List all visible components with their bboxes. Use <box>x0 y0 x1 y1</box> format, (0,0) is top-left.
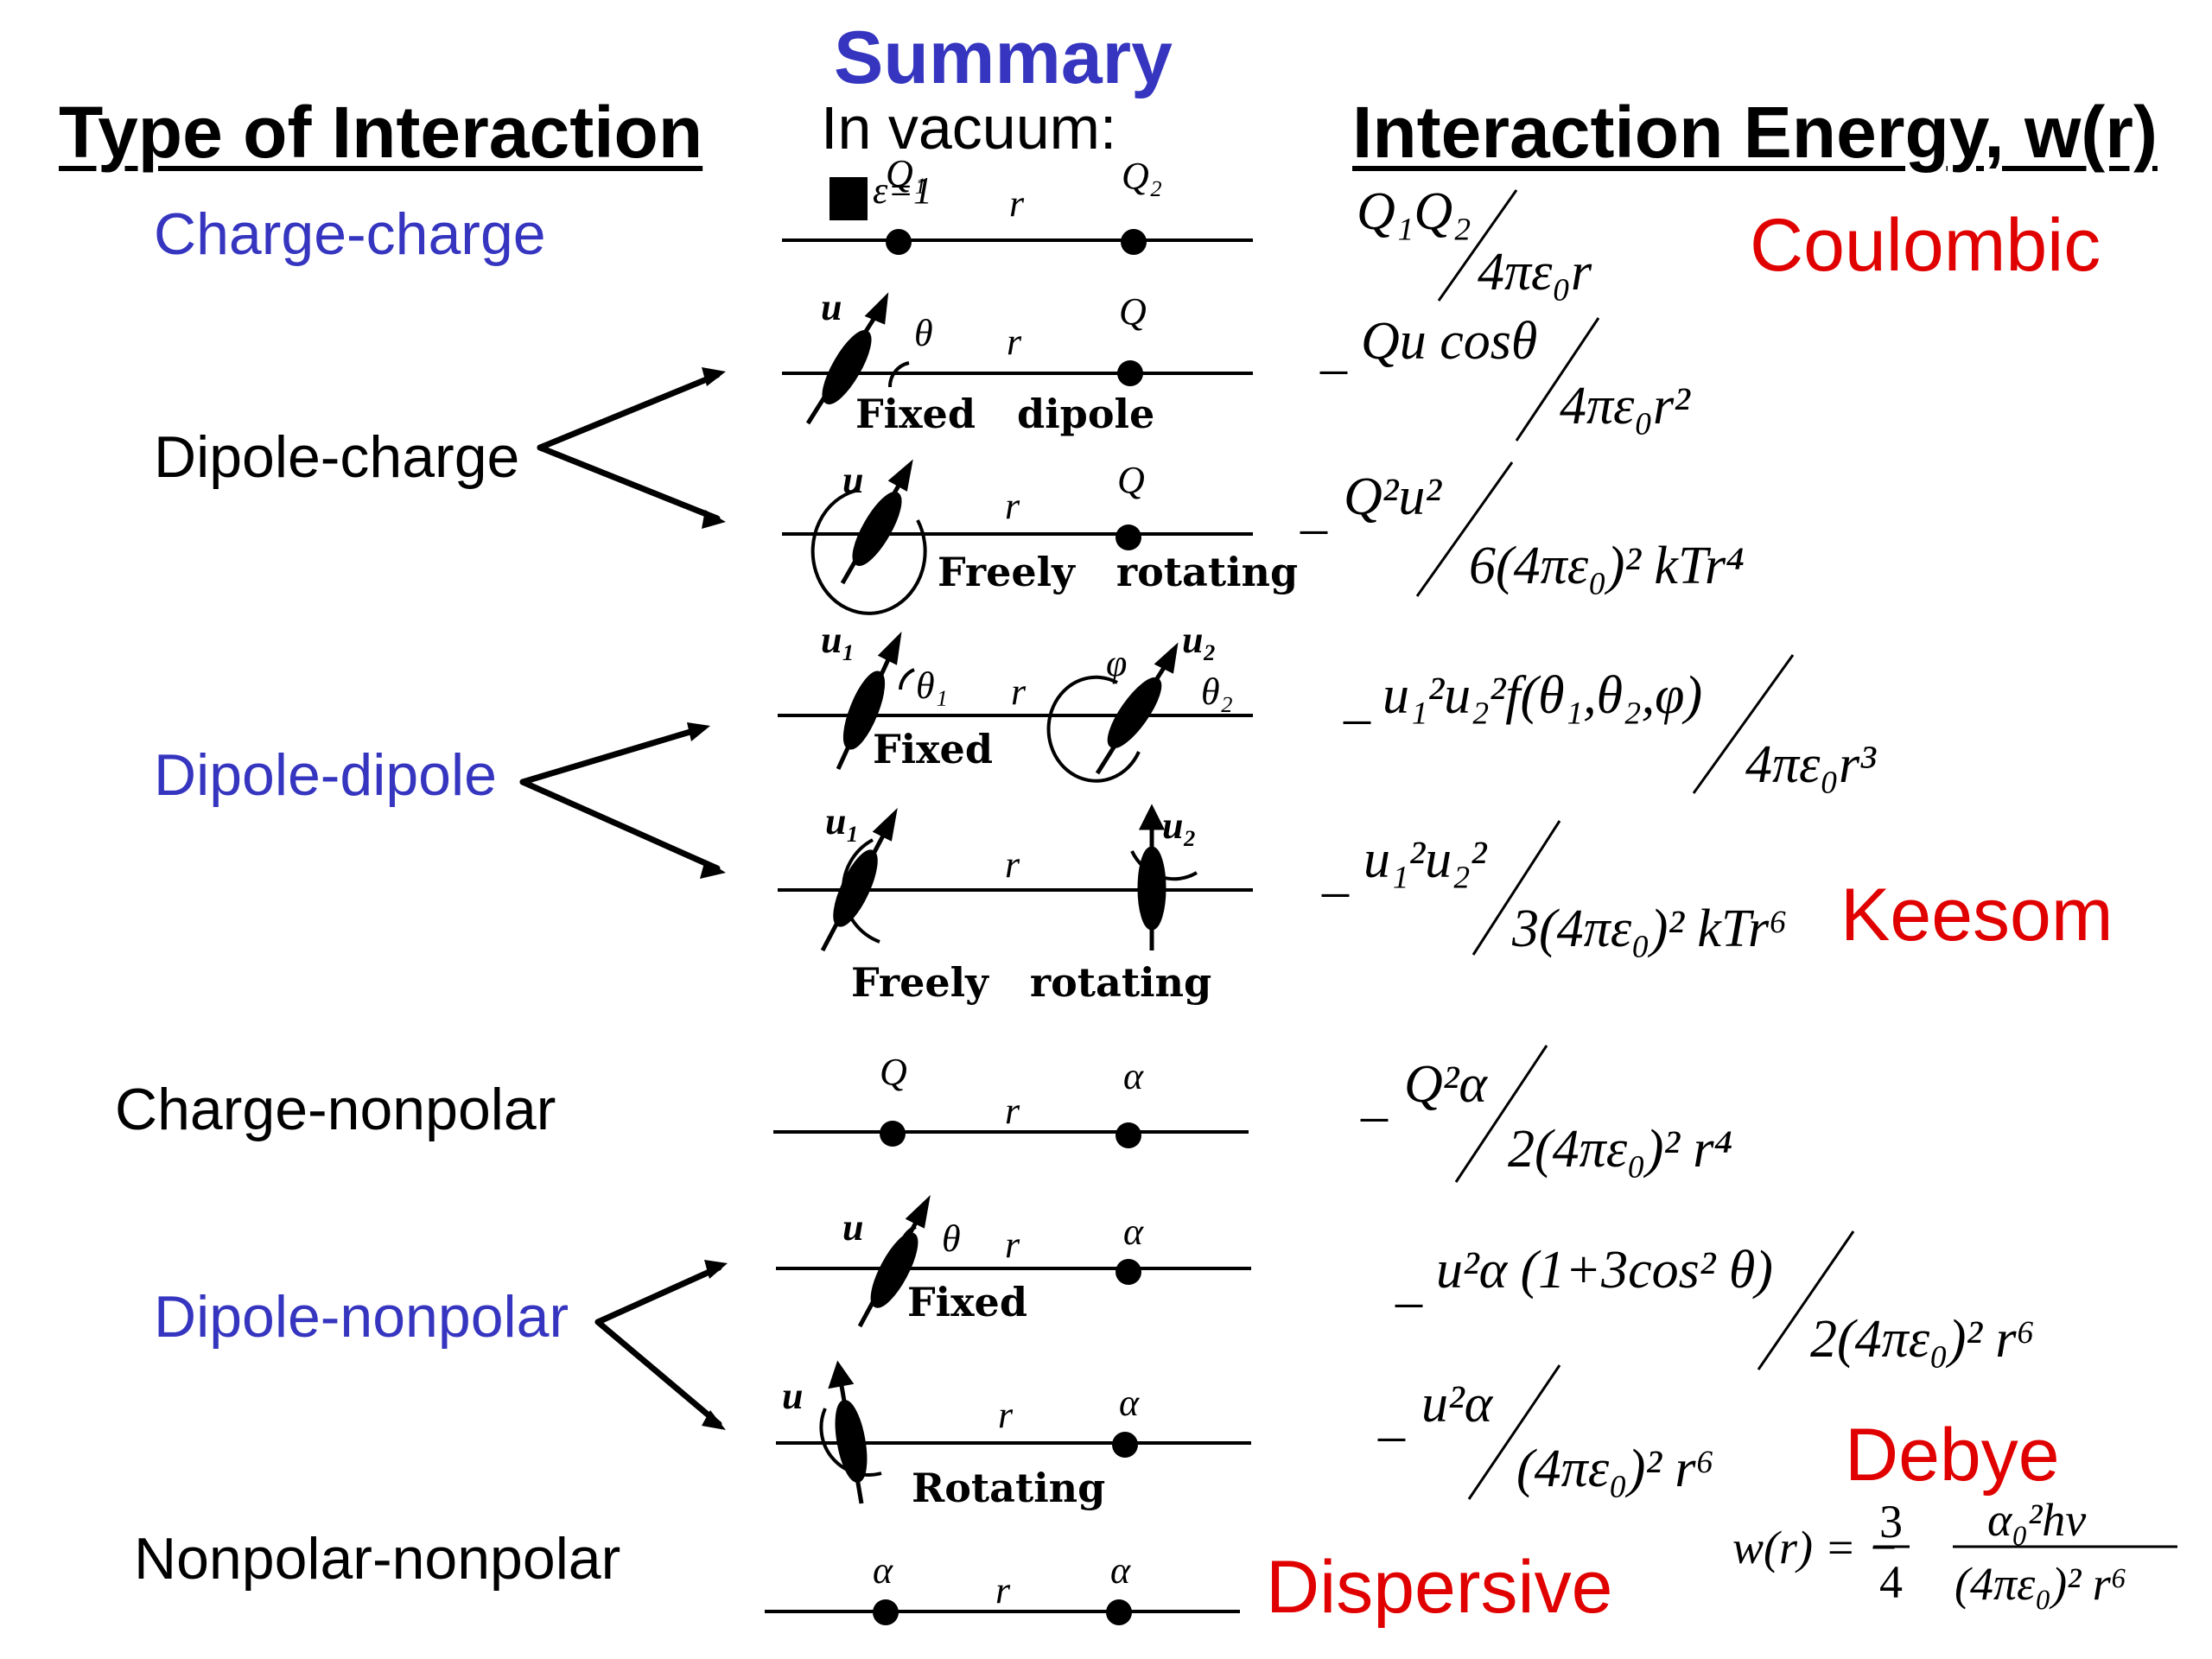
f6-num: Q²α <box>1404 1055 1487 1114</box>
name-coulombic: Coulombic <box>1750 204 2101 287</box>
f9-num: α₀²hν <box>1987 1494 2087 1546</box>
f1-den: 4πε₀r <box>1478 243 1592 302</box>
rotation-arcs <box>810 361 1198 1477</box>
dcr-u: u <box>842 459 864 501</box>
f2-sign: _ <box>1320 321 1347 379</box>
row-label-charge-charge: Charge-charge <box>154 201 546 267</box>
dcf-r: r <box>1007 321 1022 363</box>
dnr-caption: Rotating <box>912 1465 1106 1511</box>
f5-sign: _ <box>1322 843 1349 902</box>
ddf-u2: u₂ <box>1182 619 1217 661</box>
eps-icon <box>830 177 868 220</box>
nn-alpha1: α <box>873 1549 893 1592</box>
row-label-dipole-charge: Dipole-charge <box>154 424 520 490</box>
row-label-dipole-dipole: Dipole-dipole <box>154 742 497 808</box>
dnf-theta: θ <box>942 1217 961 1260</box>
f4-sign: _ <box>1344 671 1370 729</box>
f4-num: u₁²u₂²f(θ₁,θ₂,φ) <box>1382 666 1703 725</box>
f9-den: (4πε₀)² r⁶ <box>1955 1558 2127 1610</box>
branch-arrows <box>519 372 722 1427</box>
f5-den: 3(4πε₀)² kTr⁶ <box>1512 899 1788 958</box>
energy-header: Interaction Energy, w(r) <box>1352 92 2158 173</box>
ddf-r: r <box>1011 671 1027 713</box>
f3-den: 6(4πε₀)² kTr⁴ <box>1469 537 1745 595</box>
f9-coef-den: 4 <box>1879 1556 1903 1608</box>
name-dispersive: Dispersive <box>1266 1546 1613 1629</box>
f9-coef-num: 3 <box>1879 1496 1903 1548</box>
f2-den: 4πε₀r² <box>1560 377 1690 435</box>
cc-r: r <box>1009 182 1025 225</box>
nn-r: r <box>995 1569 1011 1611</box>
f4-den: 4πε₀r³ <box>1745 735 1876 794</box>
f8-den: (4πε₀)² r⁶ <box>1516 1440 1715 1498</box>
f3-num: Q²u² <box>1344 467 1441 526</box>
f7-sign: _ <box>1395 1254 1422 1313</box>
type-header: Type of Interaction <box>59 92 703 173</box>
ddr-caption: Freely rotating <box>851 959 1212 1006</box>
ddf-theta1: θ₁ <box>916 664 948 707</box>
dnf-caption: Fixed <box>907 1279 1027 1325</box>
cc-q2: Q₂ <box>1122 155 1163 197</box>
baselines <box>765 238 1253 1613</box>
nn-alpha2: α <box>1110 1549 1131 1592</box>
cc-q1: Q₁ <box>886 152 927 194</box>
dnf-alpha: α <box>1123 1211 1144 1253</box>
f8-num: u²α <box>1421 1375 1493 1433</box>
f7-num: u²α (1+3cos² θ) <box>1436 1241 1773 1300</box>
arrowheads <box>687 367 728 1430</box>
f9-lhs: w(r) = − <box>1732 1522 1899 1573</box>
dnf-u: u <box>842 1206 864 1249</box>
formula-slashes <box>1415 189 2177 1548</box>
vacuum-note: In vacuum: <box>821 94 1117 162</box>
ddf-theta2: θ₂ <box>1201 671 1233 713</box>
ddf-u1: u₁ <box>821 619 855 661</box>
ddr-u2: u₂ <box>1162 804 1197 847</box>
cn-q: Q <box>880 1051 907 1093</box>
eps-label: ε=1 <box>873 169 933 212</box>
ddr-u1: u₁ <box>825 800 860 842</box>
f5-num: u₁²u₂² <box>1363 830 1487 889</box>
dnr-r: r <box>998 1394 1014 1436</box>
row-label-dipole-nonpolar: Dipole-nonpolar <box>154 1284 569 1350</box>
f8-sign: _ <box>1378 1388 1405 1446</box>
name-keesom: Keesom <box>1840 874 2113 957</box>
dcr-caption: Freely rotating <box>938 549 1299 595</box>
dcf-q: Q <box>1119 290 1147 333</box>
ddf-phi: φ <box>1106 642 1128 684</box>
dnr-alpha: α <box>1119 1382 1140 1424</box>
f2-num: Qu cosθ <box>1361 312 1538 371</box>
points <box>873 229 1147 1625</box>
ddf-caption: Fixed <box>873 726 993 772</box>
f7-den: 2(4πε₀)² r⁶ <box>1810 1310 2036 1369</box>
cn-alpha: α <box>1123 1055 1144 1097</box>
dcf-theta: θ <box>914 312 933 354</box>
name-debye: Debye <box>1845 1414 2060 1497</box>
cn-r: r <box>1005 1090 1020 1132</box>
dcf-caption: Fixed dipole <box>855 391 1155 437</box>
row-label-charge-nonpolar: Charge-nonpolar <box>115 1077 556 1142</box>
dcr-q: Q <box>1117 459 1145 501</box>
slide-title: Summary <box>834 16 1173 99</box>
f6-sign: _ <box>1361 1068 1388 1127</box>
dcr-r: r <box>1005 485 1020 527</box>
ddr-r: r <box>1005 843 1020 886</box>
dnr-u: u <box>782 1375 804 1417</box>
f3-sign: _ <box>1300 480 1327 539</box>
dnf-r: r <box>1005 1224 1020 1266</box>
dcf-u: u <box>821 286 842 328</box>
row-label-nonpolar-nonpolar: Nonpolar-nonpolar <box>134 1526 621 1592</box>
f6-den: 2(4πε₀)² r⁴ <box>1508 1120 1733 1179</box>
f1-num: Q₁Q₂ <box>1357 182 1471 241</box>
